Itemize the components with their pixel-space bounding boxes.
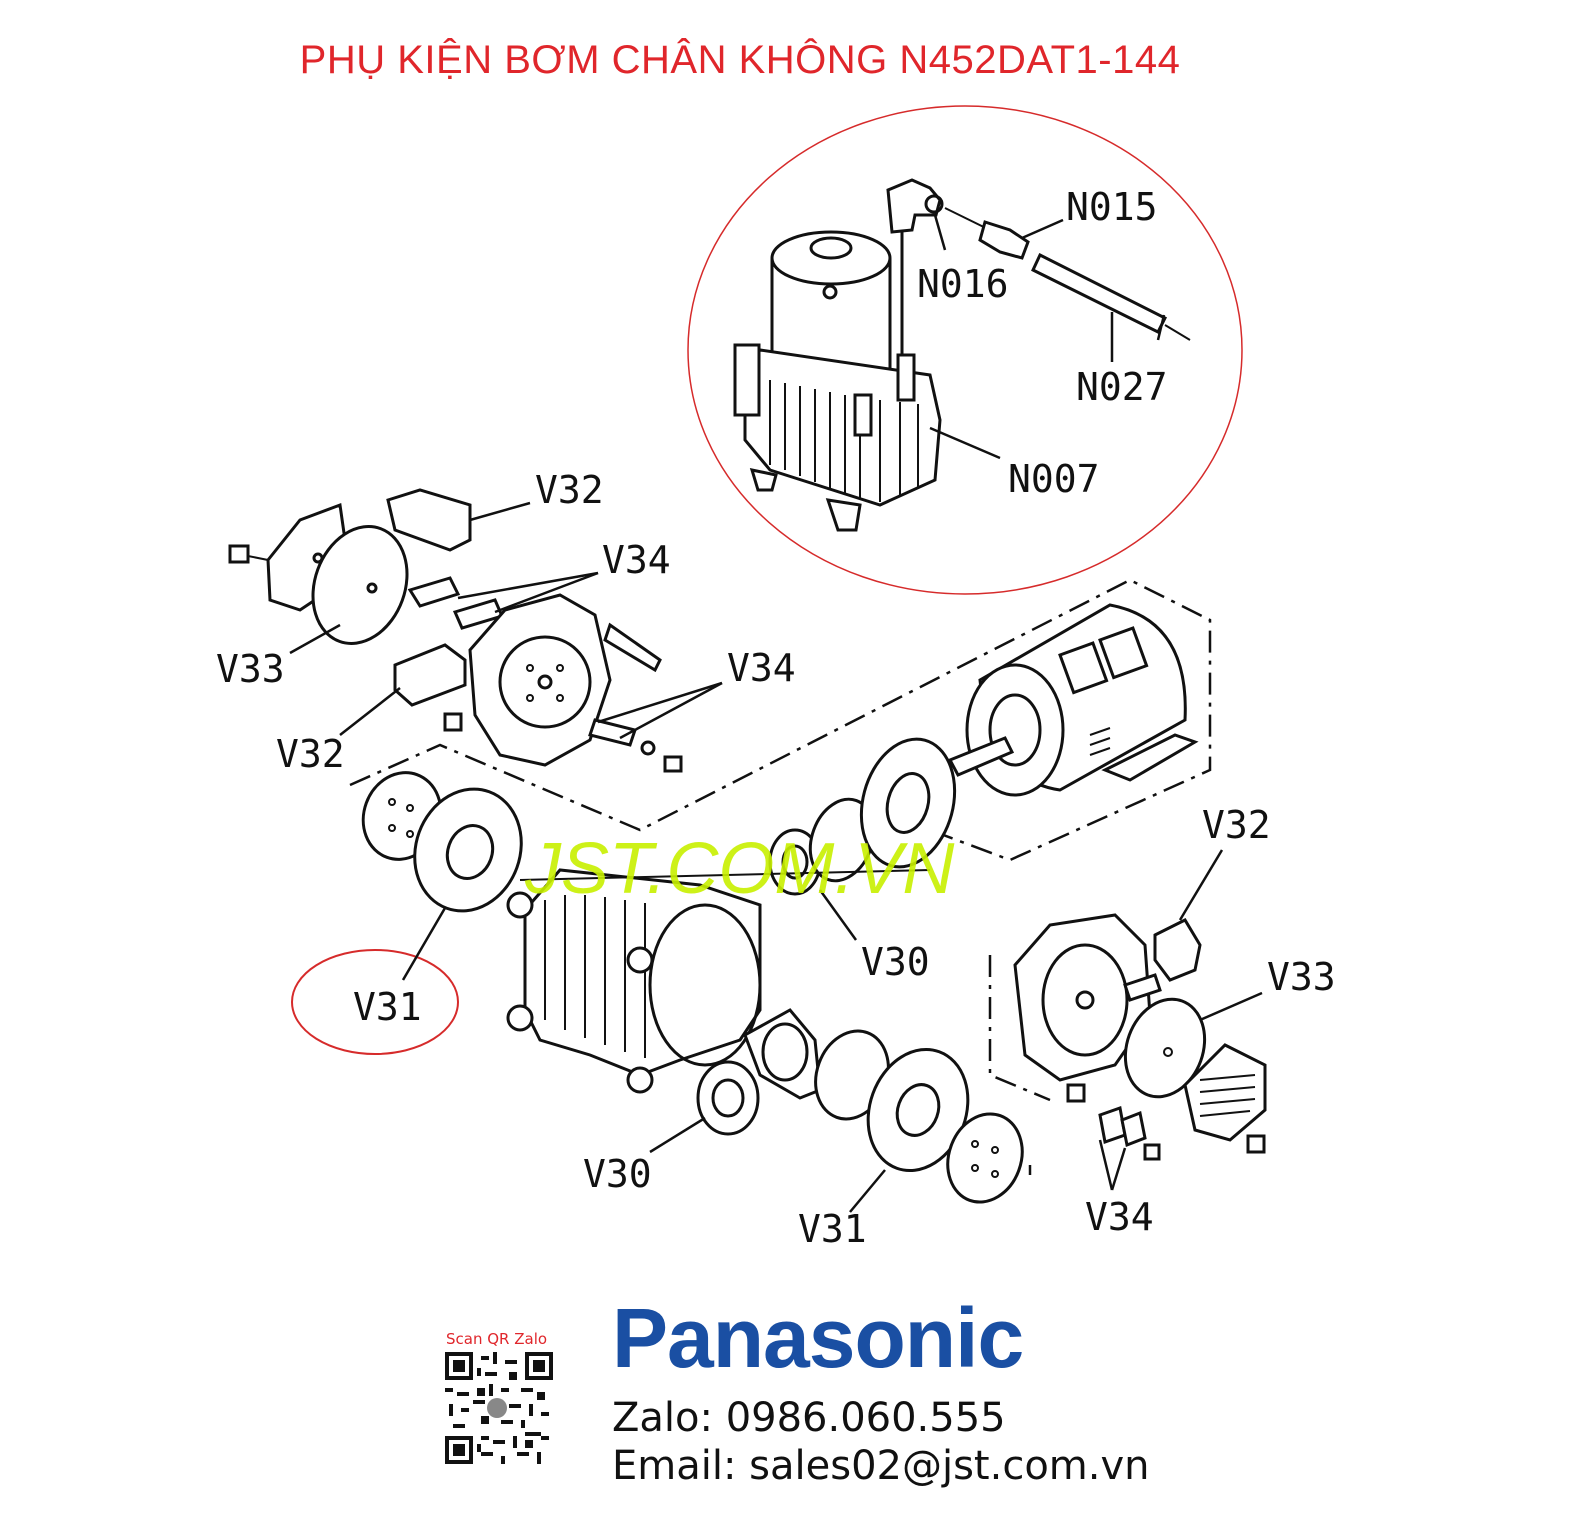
filter-block-left xyxy=(393,643,467,707)
label-v32-right: V32 xyxy=(1202,803,1271,847)
label-v30-mid: V30 xyxy=(861,940,930,984)
zalo-qr-code[interactable] xyxy=(445,1352,553,1464)
diaphragm-center xyxy=(859,737,957,869)
page-title: PHỤ KIỆN BƠM CHÂN KHÔNG N452DAT1-144 xyxy=(299,38,1181,82)
right-end-cover xyxy=(1183,1043,1267,1154)
label-v32-top: V32 xyxy=(535,468,604,512)
assembly-line-upper xyxy=(349,578,1212,862)
v31-highlight-circle xyxy=(291,949,459,1055)
label-v34-bottom: V34 xyxy=(1085,1195,1154,1239)
email-contact[interactable]: Email: sales02@jst.com.vn xyxy=(612,1443,1150,1489)
filter-block-top xyxy=(386,488,472,552)
left-cover-assembly xyxy=(228,502,409,645)
inset-pump-assembly xyxy=(733,178,1191,532)
diaphragm-left xyxy=(413,787,523,913)
left-cylinder-head xyxy=(443,593,683,773)
motor xyxy=(947,603,1199,797)
right-cylinder-head xyxy=(1013,913,1162,1161)
brand-logo: Panasonic xyxy=(612,1291,1024,1385)
label-v31-left: V31 xyxy=(353,985,422,1029)
label-n015: N015 xyxy=(1066,185,1158,229)
label-n007: N007 xyxy=(1008,457,1100,501)
label-v34-top: V34 xyxy=(602,538,671,582)
valve-plate-bottom xyxy=(946,1112,1024,1204)
pump-body xyxy=(506,868,762,1094)
label-n027: N027 xyxy=(1076,365,1168,409)
label-n016: N016 xyxy=(917,262,1009,306)
label-v34-mid: V34 xyxy=(727,646,796,690)
qr-caption: Scan QR Zalo xyxy=(446,1330,548,1348)
label-v31-bottom: V31 xyxy=(798,1207,867,1251)
label-v33-right: V33 xyxy=(1267,955,1336,999)
filter-block-right xyxy=(1153,918,1202,982)
zalo-contact[interactable]: Zalo: 0986.060.555 xyxy=(612,1395,1006,1441)
inset-highlight-circle xyxy=(687,105,1243,595)
label-v33-left: V33 xyxy=(216,647,285,691)
watermark: JST.COM.VN xyxy=(524,829,955,909)
bearing-lower xyxy=(696,1060,760,1136)
label-v30-bottom: V30 xyxy=(583,1152,652,1196)
label-v32-left: V32 xyxy=(276,732,345,776)
